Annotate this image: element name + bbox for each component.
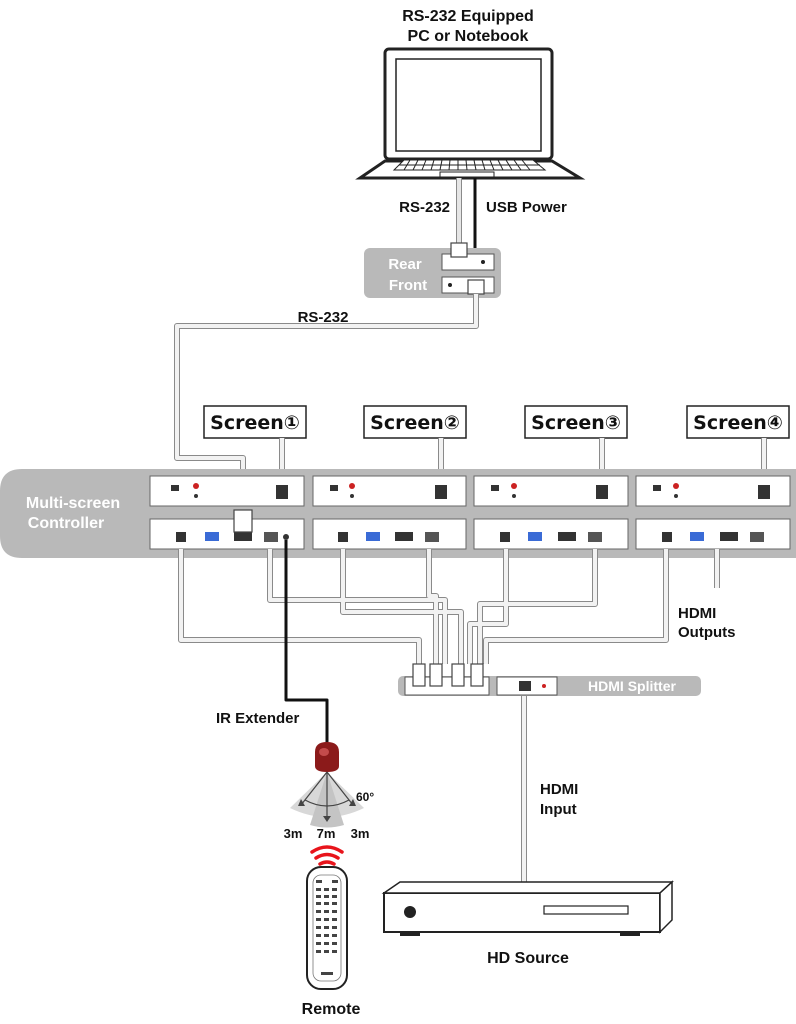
rs232-top-label: RS-232 <box>399 199 450 216</box>
hdmi-outputs-label-line1: HDMI <box>678 605 716 622</box>
hdmi-input-label-line2: Input <box>540 801 577 818</box>
distance-right-label: 3m <box>351 826 370 841</box>
screen-1-box: Screen① <box>203 405 307 439</box>
ir-signal-icon <box>310 845 344 866</box>
rs232-mid-label: RS-232 <box>298 309 349 326</box>
ir-sensor-icon <box>315 742 339 772</box>
controller-unit-2 <box>312 475 467 550</box>
hdmi-splitter <box>398 663 701 696</box>
hd-source-player <box>381 880 674 936</box>
remote-control-icon <box>306 866 348 990</box>
screen-4-box: Screen④ <box>686 405 790 439</box>
hdmi-input-label-line1: HDMI <box>540 781 578 798</box>
screen-1-label: Screen① <box>210 412 300 434</box>
distance-center-label: 7m <box>317 826 336 841</box>
remote-label: Remote <box>302 1001 361 1018</box>
hdmi-outputs-label-line2: Outputs <box>678 624 736 641</box>
controller-label-line1: Multi-screen <box>26 495 120 512</box>
pc-label-line1: RS-232 Equipped <box>402 8 534 25</box>
hdmi-splitter-label: HDMI Splitter <box>588 678 676 694</box>
screen-2-box: Screen② <box>363 405 467 439</box>
laptop-icon <box>355 47 586 180</box>
usb-power-label: USB Power <box>486 199 567 216</box>
controller-unit-1 <box>149 475 305 550</box>
controller-label-line2: Controller <box>28 515 104 532</box>
controller-unit-4 <box>635 475 791 550</box>
front-label: Front <box>389 277 427 294</box>
hdmi-output-cables <box>178 549 720 664</box>
rs232-usb-cables-laptop <box>456 178 477 256</box>
rs232-connector <box>233 509 253 533</box>
ir-extender-label: IR Extender <box>216 710 300 727</box>
screen-4-label: Screen④ <box>693 412 783 434</box>
screen-3-box: Screen③ <box>524 405 628 439</box>
hd-source-label: HD Source <box>487 950 569 967</box>
screen-3-label: Screen③ <box>531 412 621 434</box>
angle-label: 60° <box>356 790 374 804</box>
screen-2-label: Screen② <box>370 412 460 434</box>
rear-label: Rear <box>388 256 422 273</box>
ir-extender-cable <box>284 540 329 750</box>
distance-left-label: 3m <box>284 826 303 841</box>
rs232-adapter <box>364 242 501 298</box>
controller-unit-3 <box>473 475 629 550</box>
ir-range-fan <box>290 771 364 828</box>
rs232-cable-controller <box>174 294 479 520</box>
pc-label-line2: PC or Notebook <box>408 28 529 45</box>
